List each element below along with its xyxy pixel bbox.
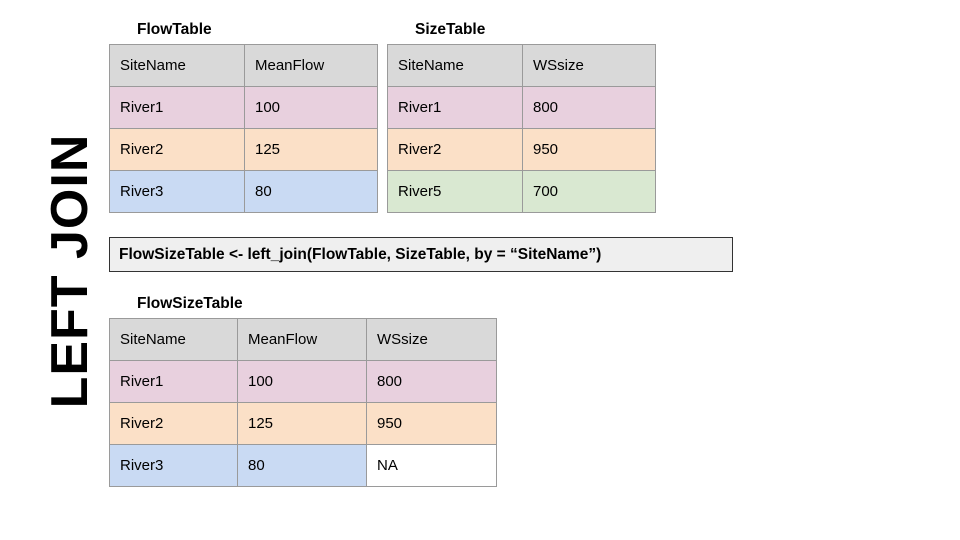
table-row: River1 100: [109, 86, 378, 129]
cell-sitename: River3: [109, 170, 245, 213]
table-row: River1 100 800: [109, 360, 497, 403]
column-header-sitename: SiteName: [109, 44, 245, 87]
table-header-row: SiteName MeanFlow WSsize: [109, 318, 497, 361]
size-table: SiteName WSsize River1 800 River2 950 Ri…: [387, 44, 656, 213]
cell-meanflow: 125: [244, 128, 378, 171]
cell-meanflow: 80: [237, 444, 367, 487]
flow-table-block: FlowTable SiteName MeanFlow River1 100 R…: [109, 22, 378, 213]
size-table-block: SizeTable SiteName WSsize River1 800 Riv…: [387, 22, 656, 213]
column-header-meanflow: MeanFlow: [237, 318, 367, 361]
result-table-block: FlowSizeTable SiteName MeanFlow WSsize R…: [109, 296, 497, 487]
table-row: River5 700: [387, 170, 656, 213]
column-header-meanflow: MeanFlow: [244, 44, 378, 87]
column-header-wssize: WSsize: [522, 44, 656, 87]
cell-wssize: 950: [522, 128, 656, 171]
cell-sitename: River2: [109, 128, 245, 171]
flow-table-title: FlowTable: [137, 21, 212, 38]
left-join-side-label: LEFT JOIN: [41, 133, 99, 409]
cell-wssize: 800: [366, 360, 497, 403]
cell-sitename: River1: [109, 360, 238, 403]
cell-wssize: 700: [522, 170, 656, 213]
table-row: River2 125: [109, 128, 378, 171]
flow-size-table: SiteName MeanFlow WSsize River1 100 800 …: [109, 318, 497, 487]
column-header-sitename: SiteName: [109, 318, 238, 361]
size-table-title: SizeTable: [415, 21, 486, 38]
table-header-row: SiteName MeanFlow: [109, 44, 378, 87]
cell-sitename: River1: [109, 86, 245, 129]
cell-wssize: 950: [366, 402, 497, 445]
table-row: River2 125 950: [109, 402, 497, 445]
join-code-box: FlowSizeTable <- left_join(FlowTable, Si…: [109, 237, 733, 272]
cell-meanflow: 80: [244, 170, 378, 213]
table-row: River3 80: [109, 170, 378, 213]
cell-sitename: River5: [387, 170, 523, 213]
cell-wssize: 800: [522, 86, 656, 129]
cell-sitename: River2: [387, 128, 523, 171]
result-table-title: FlowSizeTable: [137, 295, 243, 312]
column-header-sitename: SiteName: [387, 44, 523, 87]
table-row: River1 800: [387, 86, 656, 129]
table-row: River2 950: [387, 128, 656, 171]
cell-sitename: River3: [109, 444, 238, 487]
cell-sitename: River1: [387, 86, 523, 129]
cell-meanflow: 100: [244, 86, 378, 129]
cell-wssize-na: NA: [366, 444, 497, 487]
column-header-wssize: WSsize: [366, 318, 497, 361]
table-header-row: SiteName WSsize: [387, 44, 656, 87]
cell-meanflow: 100: [237, 360, 367, 403]
cell-meanflow: 125: [237, 402, 367, 445]
flow-table: SiteName MeanFlow River1 100 River2 125 …: [109, 44, 378, 213]
cell-sitename: River2: [109, 402, 238, 445]
table-row: River3 80 NA: [109, 444, 497, 487]
join-code-statement: FlowSizeTable <- left_join(FlowTable, Si…: [119, 245, 602, 263]
